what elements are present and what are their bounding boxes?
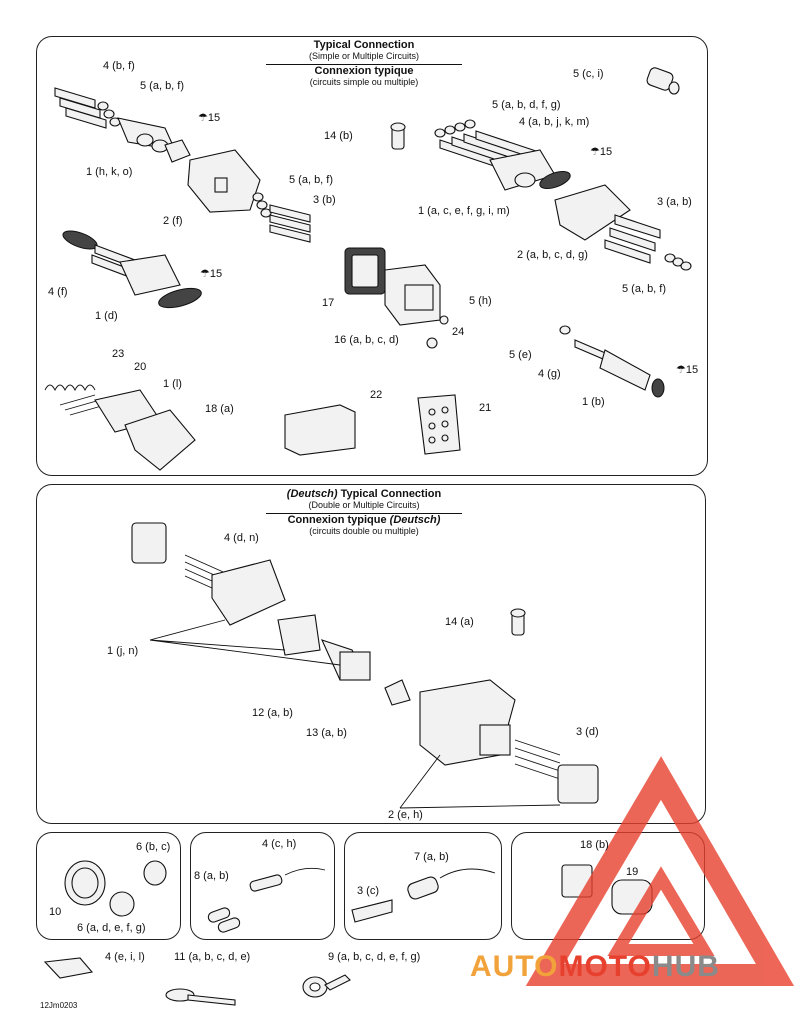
label-14-b: 14 (b) (324, 130, 353, 142)
label-3-a-b: 3 (a, b) (657, 196, 692, 208)
label-5-a-b-d-f-g: 5 (a, b, d, f, g) (492, 99, 561, 111)
label-3-d: 3 (d) (576, 726, 599, 738)
label-1-d: 1 (d) (95, 310, 118, 322)
label-4-g: 4 (g) (538, 368, 561, 380)
mid-title-line4: (circuits double ou multiple) (309, 526, 419, 536)
label-23: 23 (112, 348, 125, 360)
label-24: 24 (452, 326, 465, 338)
mid-title-line3: Connexion typique (287, 514, 390, 526)
top-title-line1: Typical Connection (313, 39, 415, 51)
label-5-a-b-f-right: 5 (a, b, f) (622, 283, 667, 295)
label-5-a-b-f-left: 5 (a, b, f) (140, 80, 185, 92)
label-4-c-h: 4 (c, h) (262, 838, 297, 850)
mid-title: (Deutsch) Typical Connection (Double or … (266, 489, 462, 537)
label-13-a-b: 13 (a, b) (306, 727, 347, 739)
label-2-e-h: 2 (e, h) (388, 809, 423, 821)
label-4-f: 4 (f) (48, 286, 68, 298)
mid-title-line3-italic: (Deutsch) (389, 514, 441, 526)
housing-1hko (117, 117, 191, 163)
label-6-b-c: 6 (b, c) (136, 841, 171, 853)
label-3-c: 3 (c) (357, 885, 379, 897)
label-18-a: 18 (a) (205, 403, 234, 415)
label-5-c-i: 5 (c, i) (573, 68, 604, 80)
label-4-b-f: 4 (b, f) (103, 60, 135, 72)
label-12-a-b: 12 (a, b) (252, 707, 293, 719)
label-4-a-b-j-k-m: 4 (a, b, j, k, m) (519, 116, 590, 128)
seals-5abf (97, 101, 121, 127)
mid-title-line2: (Double or Multiple Circuits) (308, 500, 420, 510)
label-3-b: 3 (b) (313, 194, 336, 206)
label-15-a: ☂15 (198, 112, 221, 124)
watermark-part-hub: HUB (651, 950, 720, 983)
label-19: 19 (626, 866, 639, 878)
label-8-a-b: 8 (a, b) (194, 870, 229, 882)
bottom-panel-1 (36, 832, 181, 940)
label-11-a-b-c-d-e: 11 (a, b, c, d, e) (174, 951, 251, 963)
label-6-a-d-e-f-g: 6 (a, d, e, f, g) (77, 922, 146, 934)
label-1-l: 1 (l) (163, 378, 182, 390)
label-22: 22 (370, 389, 383, 401)
label-7-a-b: 7 (a, b) (414, 851, 449, 863)
watermark-text: AUTOMOTOHUB (470, 950, 720, 984)
label-21: 21 (479, 402, 492, 414)
terminals-4bf (54, 87, 107, 129)
label-17: 17 (322, 297, 335, 309)
label-10: 10 (49, 906, 62, 918)
watermark-part-auto: AUTO (470, 950, 559, 983)
label-1-j-n: 1 (j, n) (107, 645, 139, 657)
label-16-a-b-c-d: 16 (a, b, c, d) (334, 334, 399, 346)
top-title-line3: Connexion typique (314, 65, 414, 77)
watermark-part-moto: MOTO (558, 950, 652, 983)
label-1-a-c-e-f-g-i-m: 1 (a, c, e, f, g, i, m) (418, 205, 510, 217)
label-2-a-b-c-d-g: 2 (a, b, c, d, g) (517, 249, 588, 261)
top-title-line2: (Simple or Multiple Circuits) (308, 51, 420, 61)
watermark-logo (525, 756, 795, 986)
mid-title-line1: Typical Connection (337, 488, 442, 500)
figure-code: 12Jm0203 (40, 1001, 78, 1010)
label-5-h: 5 (h) (469, 295, 492, 307)
label-15-b: ☂15 (590, 146, 613, 158)
label-4-e-i-l: 4 (e, i, l) (105, 951, 145, 963)
label-4-d-n: 4 (d, n) (224, 532, 259, 544)
mid-title-line1-italic: (Deutsch) (286, 488, 338, 500)
label-15-c: ☂15 (200, 268, 223, 280)
housing-2f (187, 149, 261, 213)
label-14-a: 14 (a) (445, 616, 474, 628)
top-title-line4: (circuits simple ou multiple) (309, 77, 419, 87)
label-5-e: 5 (e) (509, 349, 532, 361)
label-2-f: 2 (f) (163, 215, 183, 227)
label-5-a-b-f-mid: 5 (a, b, f) (289, 174, 334, 186)
label-18-b: 18 (b) (580, 839, 609, 851)
label-1-b: 1 (b) (582, 396, 605, 408)
label-20: 20 (134, 361, 147, 373)
label-1-h-k-o: 1 (h, k, o) (86, 166, 133, 178)
label-15-d: ☂15 (676, 364, 699, 376)
top-title: Typical Connection (Simple or Multiple C… (266, 40, 462, 88)
label-9-a-b-c-d-e-f-g: 9 (a, b, c, d, e, f, g) (328, 951, 421, 963)
